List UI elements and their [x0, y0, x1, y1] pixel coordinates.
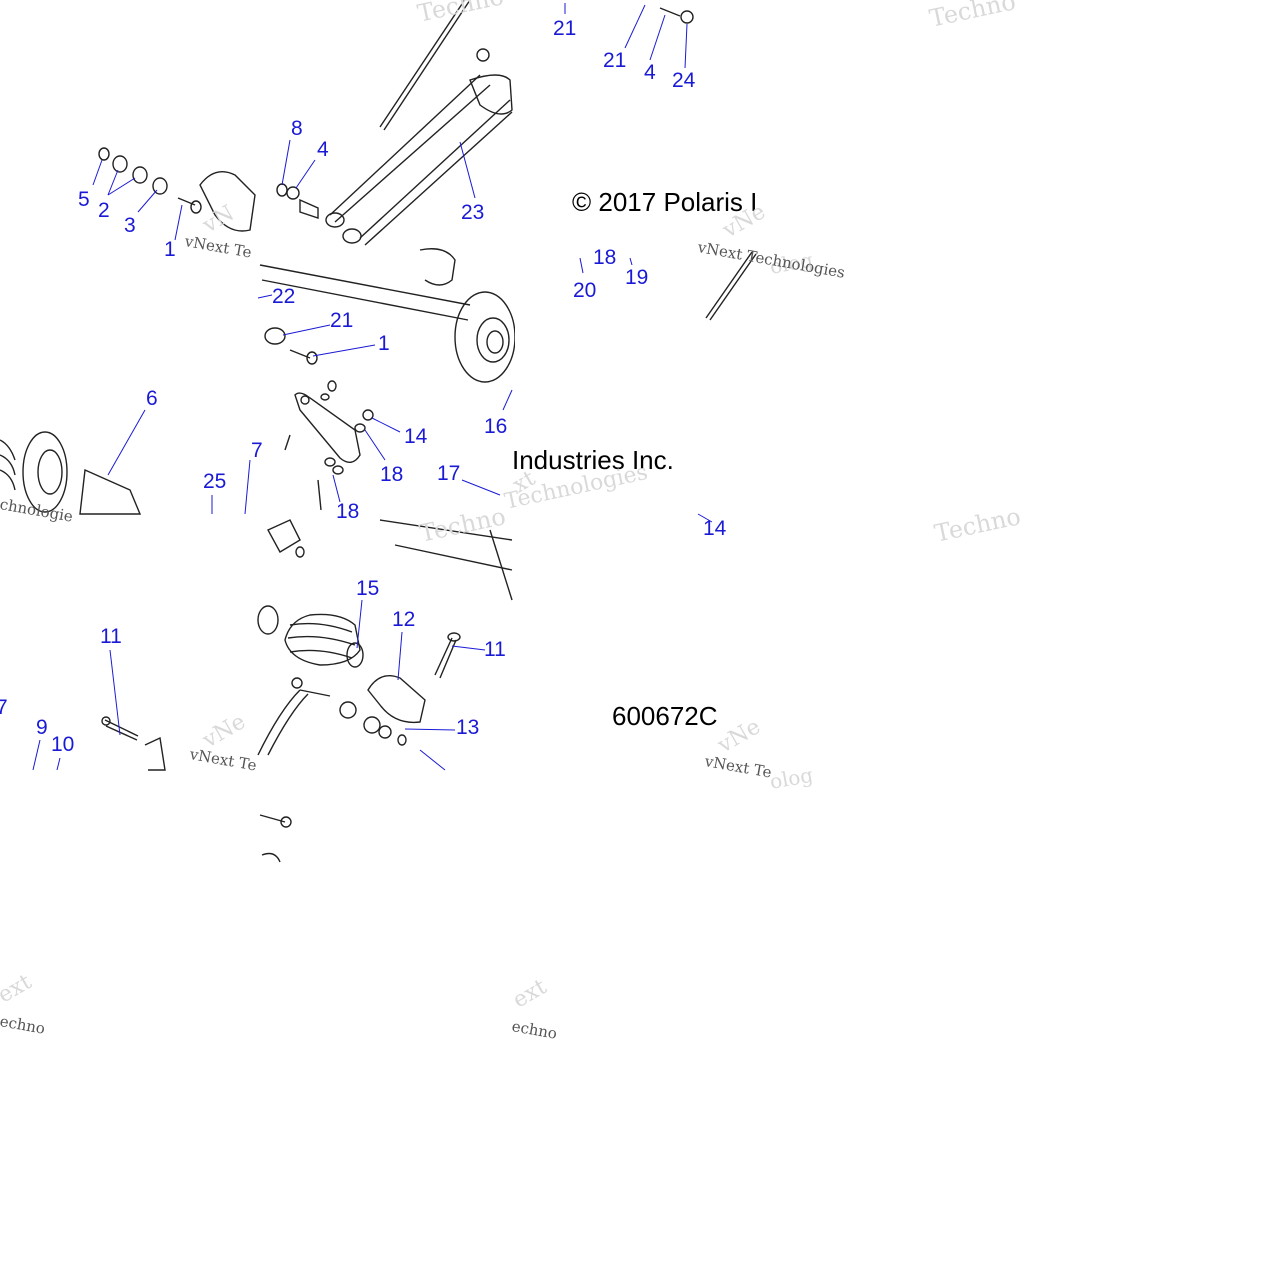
track-fragment [379, 519, 513, 601]
callout-21: 21 [553, 17, 577, 40]
blank-tile [0, 0, 255, 130]
callout-7: 7 [251, 439, 263, 462]
callout-17: 17 [437, 462, 461, 485]
blank-tile [0, 515, 255, 620]
callout-18: 18 [336, 500, 360, 523]
arm-bracket [284, 380, 374, 511]
pin-part [705, 251, 757, 321]
copyright-text-left: © 2017 Polaris I [572, 187, 758, 217]
callout-4: 4 [644, 61, 656, 84]
callout-15: 15 [356, 577, 380, 600]
shaft-and-wheel [259, 248, 516, 383]
callout-24: 24 [672, 69, 696, 92]
callout-23: 23 [461, 201, 485, 224]
figure-id: 600672C [612, 701, 718, 731]
callout-8: 8 [291, 117, 303, 140]
callout-21: 21 [603, 49, 627, 72]
callout-13: 13 [456, 716, 480, 739]
blank-tile [0, 258, 255, 378]
callout-19: 19 [625, 266, 649, 289]
blank-tile [0, 772, 255, 1285]
callout-3: 3 [124, 214, 136, 237]
left-spring-wheel [0, 431, 142, 515]
callout-20: 20 [573, 279, 597, 302]
callout-1: 1 [164, 238, 176, 261]
callout-12: 12 [392, 608, 416, 631]
callout-11: 11 [484, 638, 506, 661]
copyright-text-right: Industries Inc. [512, 445, 674, 475]
callout-10: 10 [51, 733, 75, 756]
callout-1: 1 [378, 332, 390, 355]
spring-assembly [257, 519, 461, 863]
callout-21: 21 [330, 309, 354, 332]
fastener-row [98, 147, 319, 232]
callout-11: 11 [100, 625, 122, 648]
leader-lines [32, 3, 713, 771]
small-bolt [659, 7, 694, 24]
callout-7: 7 [0, 696, 8, 719]
callout-18: 18 [593, 246, 617, 269]
callout-5: 5 [78, 188, 90, 211]
callout-14: 14 [703, 517, 727, 540]
callout-2: 2 [98, 199, 110, 222]
rod-assembly [325, 0, 513, 246]
callout-9: 9 [36, 716, 48, 739]
callout-16: 16 [484, 415, 508, 438]
long-bolt [101, 716, 166, 771]
callout-6: 6 [146, 387, 158, 410]
callout-25: 25 [203, 470, 227, 493]
callout-14: 14 [404, 425, 428, 448]
callout-4: 4 [317, 138, 329, 161]
blank-tile [515, 90, 1285, 250]
blank-tile [515, 790, 780, 1020]
callout-22: 22 [272, 285, 296, 308]
blank-tile [515, 540, 780, 680]
callout-18: 18 [380, 463, 404, 486]
blank-tile [515, 310, 705, 440]
